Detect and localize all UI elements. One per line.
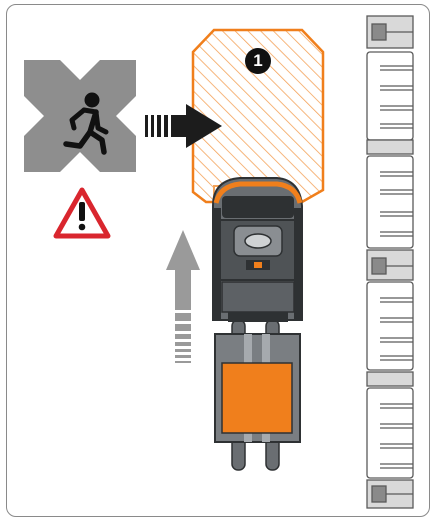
rack-shelving xyxy=(366,15,414,509)
zone-number-badge: 1 xyxy=(245,48,271,74)
forklift-top-view xyxy=(212,177,303,471)
arrow-right-icon xyxy=(145,104,222,148)
arrow-up-icon xyxy=(166,230,200,363)
running-person-icon xyxy=(63,92,109,155)
prohibited-pedestrian-sign xyxy=(24,60,136,172)
warning-triangle-icon xyxy=(53,187,111,239)
